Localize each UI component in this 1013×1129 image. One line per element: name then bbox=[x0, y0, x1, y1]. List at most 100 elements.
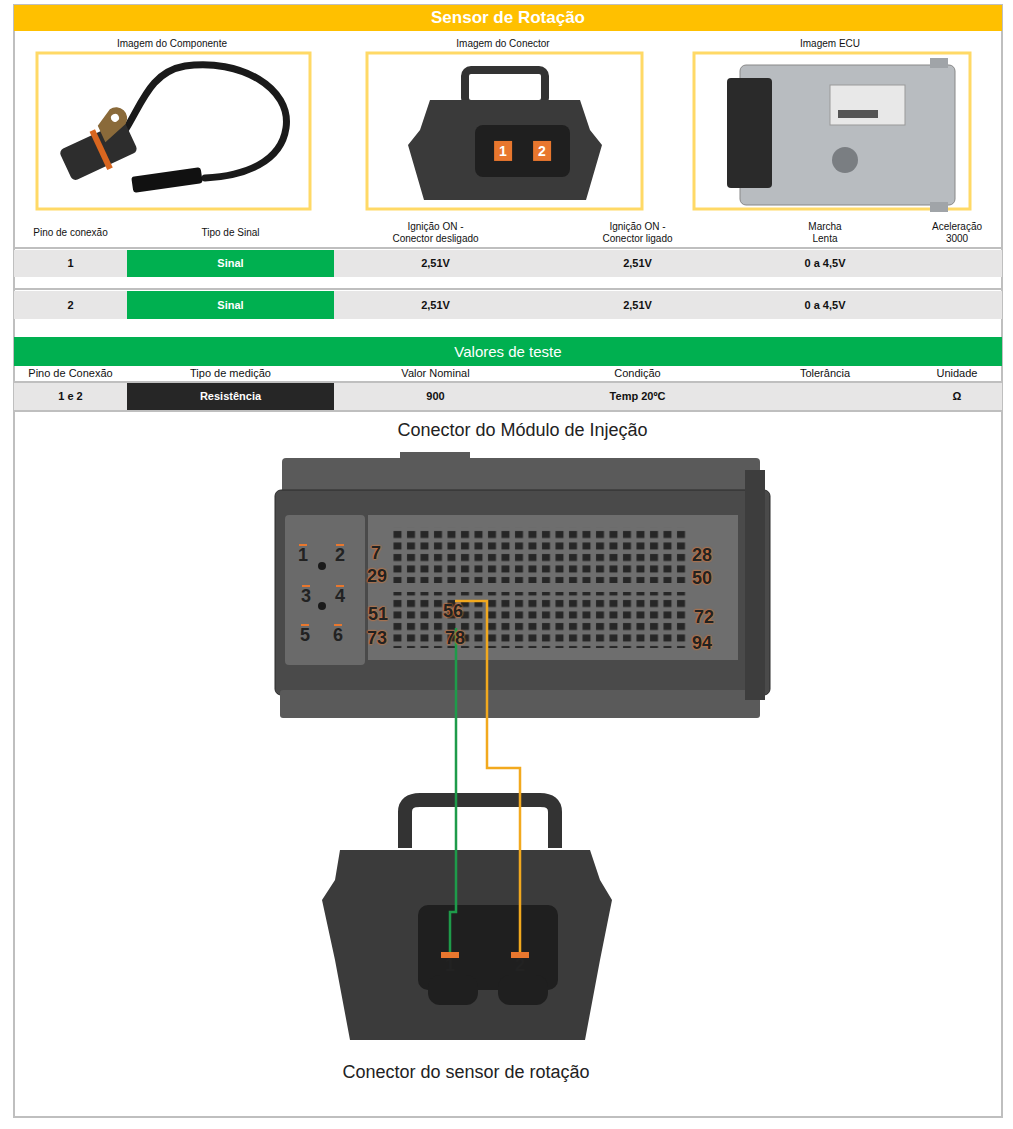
column-header: Tipo de medição bbox=[127, 366, 334, 381]
pin-label: 2 bbox=[533, 141, 551, 161]
bracket-hole bbox=[110, 112, 121, 123]
signal-type: Sinal bbox=[127, 291, 334, 319]
test-condition: Temp 20ºC bbox=[537, 383, 738, 410]
node-text: 29 bbox=[295, 566, 459, 587]
sensor-connector: Conector do sensor de rotação12 bbox=[320, 800, 612, 1045]
column-header: Tipo de Sinal bbox=[127, 218, 334, 247]
column-header: Valor Nominal bbox=[334, 366, 537, 381]
node-text: 4 bbox=[256, 586, 424, 607]
pin-label: 1 bbox=[494, 141, 512, 161]
column-header: Unidade bbox=[912, 366, 1002, 381]
signal-type: Sinal bbox=[127, 250, 334, 277]
node-text: 2 bbox=[256, 545, 424, 566]
column-header: Ignição ON - Conector ligado bbox=[590, 218, 686, 247]
node-text: 3 bbox=[222, 586, 390, 607]
voltage-value: 2,51V bbox=[537, 291, 738, 319]
pin-label: 1 bbox=[441, 952, 459, 958]
connector-caption: Conector do sensor de rotação bbox=[240, 1062, 692, 1083]
pin-grid bbox=[392, 592, 690, 648]
ecu-tab bbox=[930, 202, 948, 212]
ecu-vent bbox=[832, 147, 858, 173]
sensor-cylinder bbox=[59, 120, 139, 181]
pin-label: 6 bbox=[334, 624, 342, 626]
pin-label: 5 bbox=[301, 624, 309, 626]
node-text: 56 bbox=[371, 601, 535, 622]
pin-label: 2 bbox=[336, 544, 344, 546]
pin-label: 1 bbox=[299, 544, 307, 546]
wire bbox=[455, 601, 520, 952]
image-caption: Imagem ECU bbox=[730, 36, 930, 51]
connector-latch bbox=[405, 800, 555, 848]
ecu-connector: Conector do Módulo de Injeção12728295034… bbox=[275, 455, 770, 720]
node-text: 2 bbox=[431, 955, 609, 976]
node-text: 7 bbox=[294, 543, 458, 564]
pin-grid bbox=[392, 527, 690, 583]
column-header: Condição bbox=[537, 366, 738, 381]
pin-number: 1 e 2 bbox=[14, 383, 127, 410]
section-band: Valores de teste bbox=[14, 337, 1002, 366]
connector-body bbox=[408, 100, 602, 200]
sensor-bracket bbox=[93, 104, 133, 143]
column-header: Ignição ON - Conector desligado bbox=[388, 218, 484, 247]
voltage-value: 2,51V bbox=[537, 250, 738, 277]
ecu-tab bbox=[930, 58, 948, 68]
node-text: 1 bbox=[361, 955, 539, 976]
power-pin-face bbox=[285, 515, 365, 665]
connector-body bbox=[322, 850, 612, 1040]
node-text: 50 bbox=[620, 568, 784, 589]
row-rule bbox=[14, 247, 1002, 249]
image-frame bbox=[694, 53, 970, 209]
column-header: Aceleração 3000 bbox=[922, 218, 992, 247]
node-text: 1 bbox=[219, 545, 387, 566]
sheet-title: Sensor de Rotação bbox=[14, 5, 1002, 31]
row-rule bbox=[14, 288, 1002, 290]
node-text: 28 bbox=[620, 545, 784, 566]
image-caption: Imagem do Conector bbox=[403, 36, 603, 51]
title-bar bbox=[14, 5, 1002, 31]
sheet-frame bbox=[14, 5, 1002, 1117]
node-text: 73 bbox=[295, 628, 459, 649]
image-frame bbox=[37, 53, 310, 209]
node-text: 2 bbox=[538, 143, 546, 159]
unit: Ω bbox=[912, 383, 1002, 410]
table-row bbox=[14, 250, 1002, 277]
pin-number: 1 bbox=[14, 250, 127, 277]
nominal-value: 900 bbox=[334, 383, 537, 410]
connector-cavity bbox=[475, 125, 570, 177]
image-caption: Imagem do Componente bbox=[72, 36, 272, 51]
node-text: 78 bbox=[373, 628, 537, 649]
column-header: Pino de conexão bbox=[14, 218, 127, 247]
column-header: Pino de Conexão bbox=[14, 366, 127, 381]
node-text: 6 bbox=[254, 625, 422, 646]
pin-label: 4 bbox=[336, 585, 344, 587]
face-dot bbox=[318, 562, 326, 570]
ecu-barcode bbox=[838, 110, 878, 118]
node-text: 1 bbox=[499, 143, 507, 159]
node-text: 51 bbox=[296, 604, 460, 625]
row-rule bbox=[14, 410, 1002, 412]
node-text: 5 bbox=[221, 625, 389, 646]
column-header: Marcha Lenta bbox=[796, 218, 854, 247]
sensor-body bbox=[52, 104, 145, 186]
face-dot bbox=[318, 602, 326, 610]
connector-cavity bbox=[498, 975, 548, 1005]
node-text: 72 bbox=[622, 607, 786, 628]
pin-label: 2 bbox=[511, 952, 529, 958]
voltage-value: 2,51V bbox=[334, 291, 537, 319]
connector-latch bbox=[465, 70, 545, 104]
voltage-value: 0 a 4,5V bbox=[738, 250, 912, 277]
sensor-plug bbox=[131, 167, 203, 193]
connector-latch bbox=[745, 470, 765, 700]
connector-caption: Conector do Módulo de Injeção bbox=[195, 420, 850, 441]
wire bbox=[450, 628, 456, 952]
column-header: Tolerância bbox=[738, 366, 912, 381]
signal-pin-face bbox=[368, 515, 738, 660]
table-row bbox=[14, 383, 1002, 410]
image-frame bbox=[367, 53, 642, 209]
node-text: Valores de teste bbox=[454, 343, 561, 360]
connector-bump bbox=[400, 452, 470, 462]
ecu-connector bbox=[727, 78, 772, 188]
measurement-type: Resistência bbox=[127, 383, 334, 410]
